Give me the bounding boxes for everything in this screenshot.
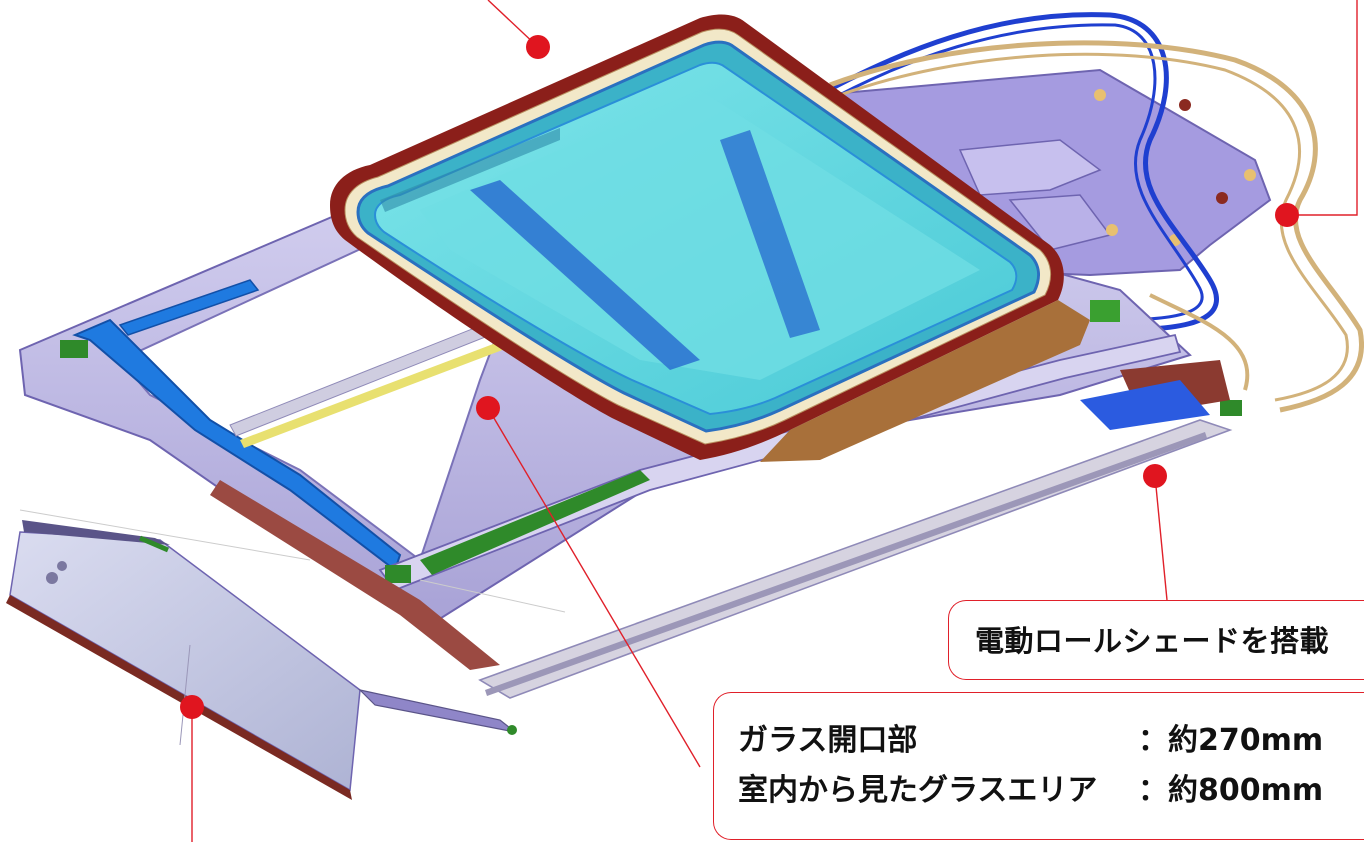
spec-row-opening: ガラス開口部 ：約270mm bbox=[738, 715, 1323, 759]
marker-glass-opening bbox=[476, 396, 500, 420]
roll-shade-panel bbox=[6, 509, 566, 800]
glass-panel bbox=[330, 14, 1090, 462]
spec-value-glass-area: ：約800mm bbox=[1138, 773, 1324, 808]
leader-lines bbox=[191, 0, 1358, 842]
marker-roll-shade bbox=[1143, 464, 1167, 488]
callout-markers bbox=[180, 35, 1299, 719]
roll-shade-callout: 電動ロールシェードを搭載 bbox=[948, 600, 1364, 680]
roll-shade-label: 電動ロールシェードを搭載 bbox=[975, 624, 1330, 658]
marker-glass-top bbox=[526, 35, 550, 59]
spec-value-opening: ：約270mm bbox=[1138, 723, 1324, 758]
glass-spec-callout: ガラス開口部 ：約270mm 室内から見たグラスエリア ：約800mm bbox=[713, 692, 1364, 840]
spec-label-opening: ガラス開口部 bbox=[738, 723, 918, 758]
spec-label-glass-area: 室内から見たグラスエリア bbox=[738, 773, 1098, 808]
drive-cables bbox=[808, 12, 1364, 413]
marker-shade-panel bbox=[180, 695, 204, 719]
spec-row-glass-area: 室内から見たグラスエリア ：約800mm bbox=[738, 765, 1323, 809]
marker-rear-bracket bbox=[1275, 203, 1299, 227]
rear-cross-rail bbox=[478, 419, 1233, 699]
